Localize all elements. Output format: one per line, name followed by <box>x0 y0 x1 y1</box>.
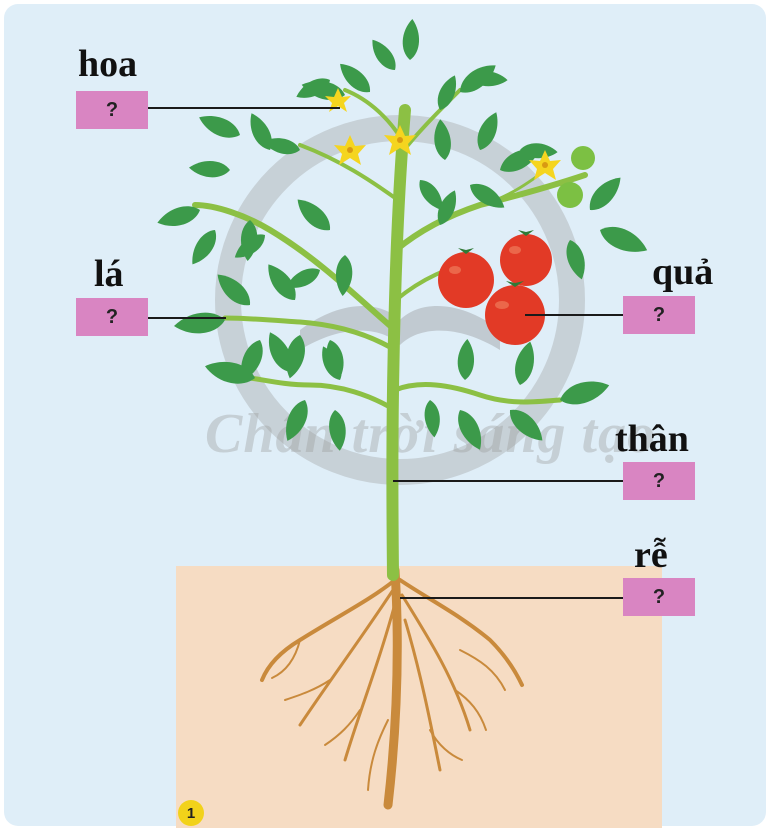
fruit-answer-box[interactable]: ? <box>623 296 695 334</box>
roots <box>262 570 522 805</box>
fruit-label: quả <box>652 253 713 291</box>
root-answer-box[interactable]: ? <box>623 578 695 616</box>
flower-leader-line <box>148 107 340 109</box>
root-leader-line <box>400 597 623 599</box>
flower-label: hoa <box>78 45 137 83</box>
leaf-answer-box[interactable]: ? <box>76 298 148 336</box>
stem-answer-box[interactable]: ? <box>623 462 695 500</box>
leaf-label: lá <box>94 255 124 293</box>
root-label: rễ <box>634 536 668 574</box>
leaf-leader-line <box>148 317 226 319</box>
flower-answer-box[interactable]: ? <box>76 91 148 129</box>
stem-label: thân <box>615 420 689 458</box>
page-number-badge: 1 <box>178 800 204 826</box>
fruit-leader-line <box>525 314 623 316</box>
stem-leader-line <box>393 480 623 482</box>
